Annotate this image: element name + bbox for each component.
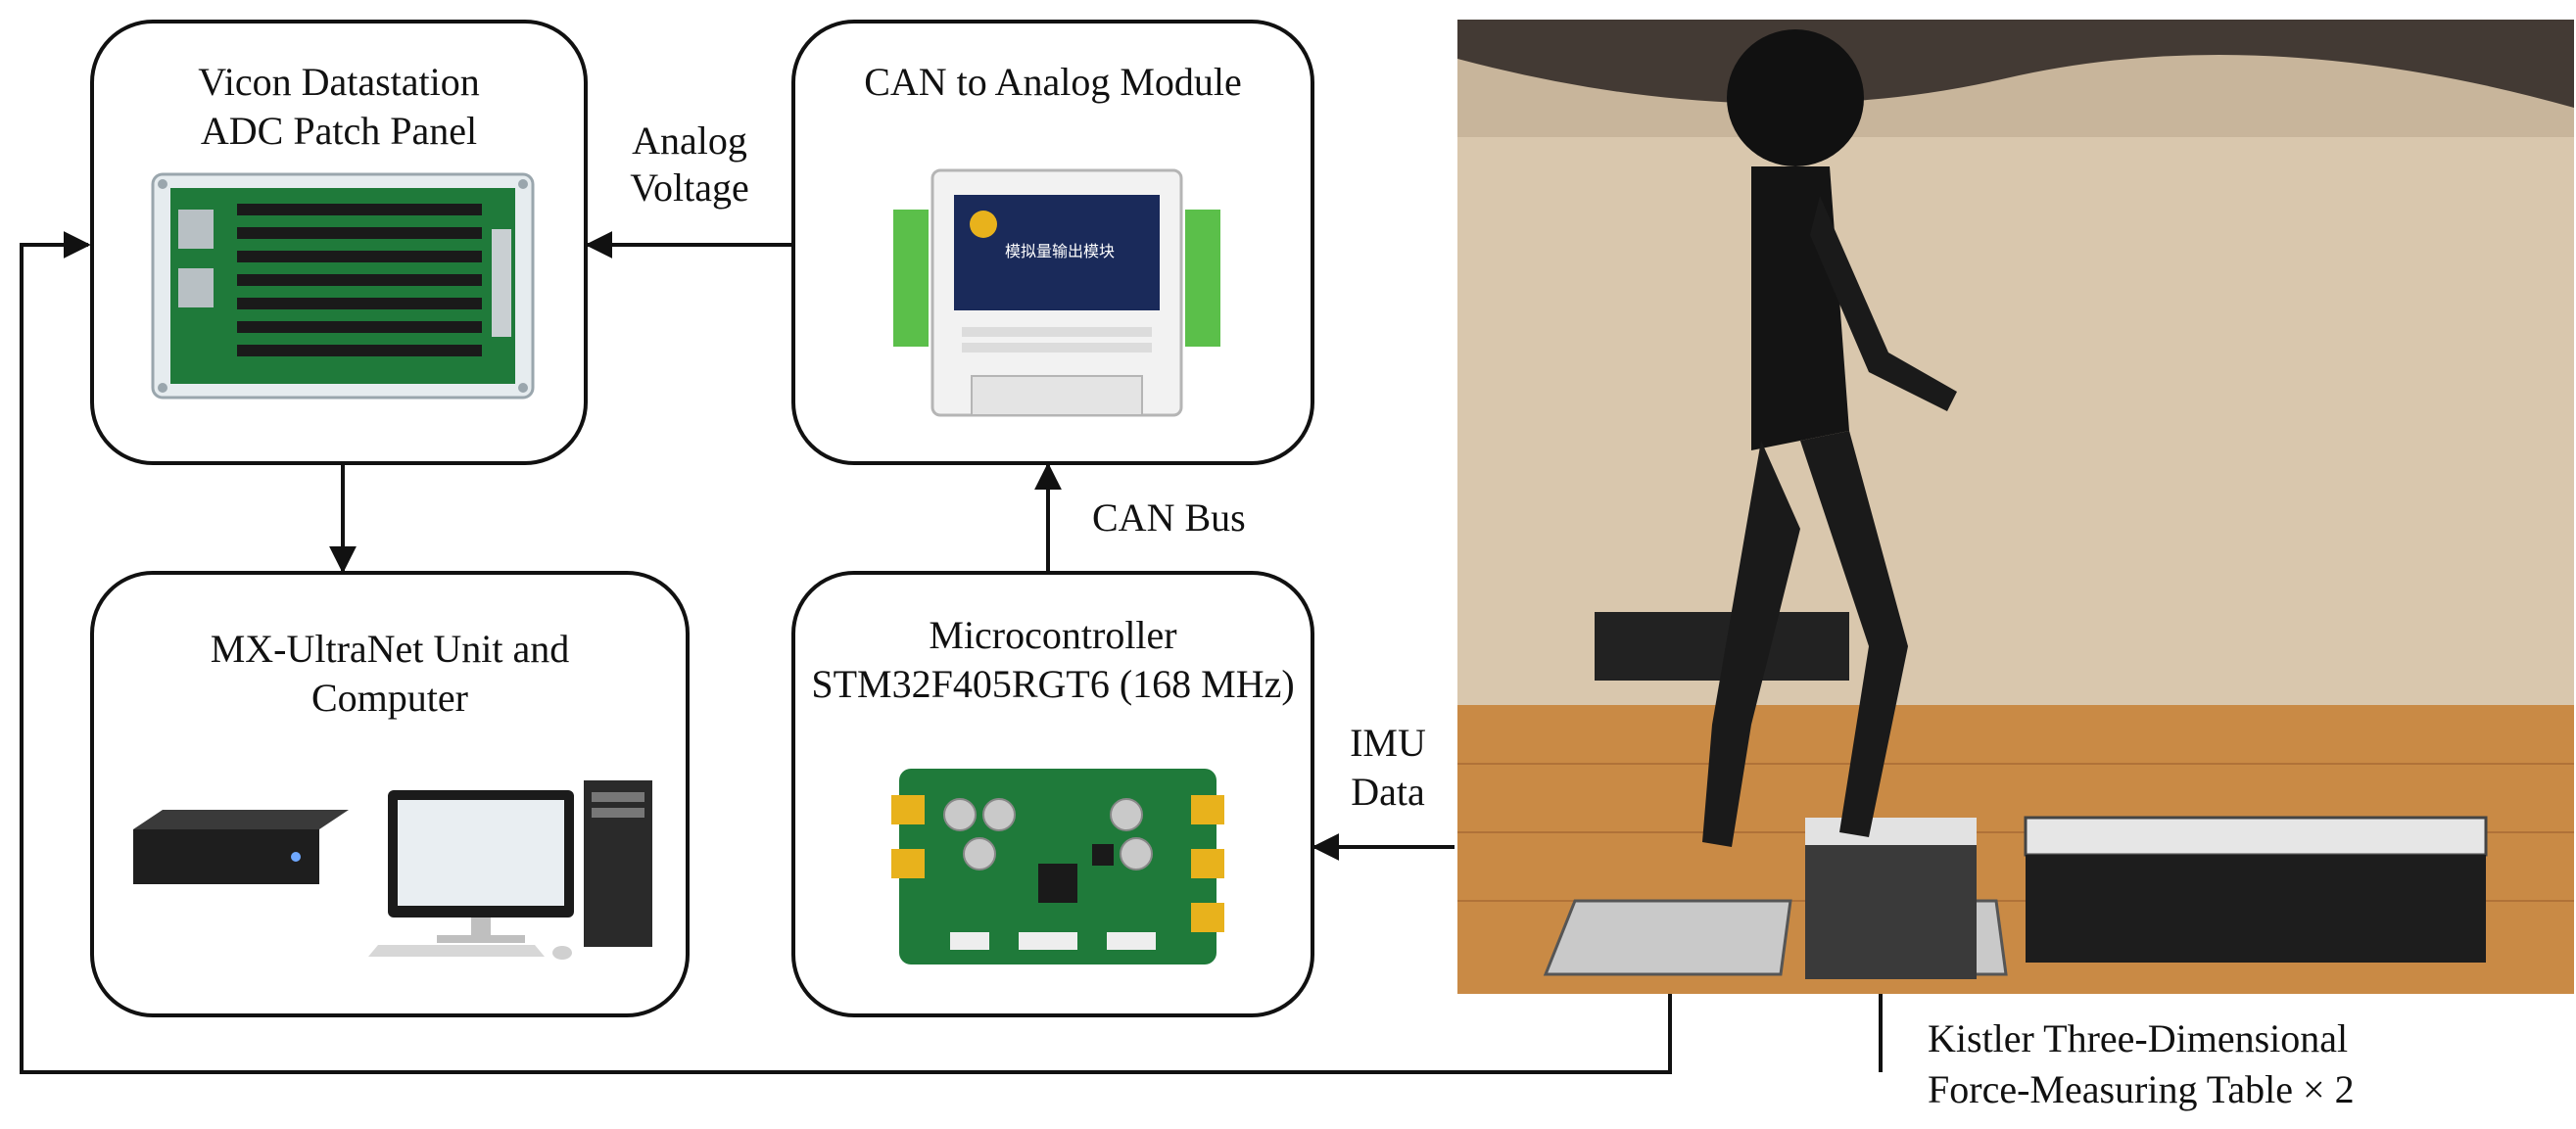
can-analog-title: CAN to Analog Module	[864, 60, 1242, 104]
mcu-title-line2: STM32F405RGT6 (168 MHz)	[811, 662, 1295, 706]
analog-voltage-label-line2: Voltage	[630, 165, 749, 210]
vicon-datastation-box: Vicon Datastation ADC Patch Panel	[90, 20, 588, 465]
mx-unit-and-computer-image	[133, 780, 652, 960]
mx-title-line1: MX-UltraNet Unit and	[210, 627, 570, 671]
analog-voltage-label-line1: Analog	[632, 118, 747, 163]
force-table-caption-line1: Kistler Three-Dimensional	[1928, 1016, 2349, 1060]
mcu-title-line1: Microcontroller	[929, 613, 1177, 657]
can-to-analog-box: CAN to Analog Module 模拟量输出模块	[791, 20, 1314, 465]
can-bus-label: CAN Bus	[1092, 495, 1246, 540]
imu-data-label-line1: IMU	[1350, 721, 1426, 765]
vicon-title-line2: ADC Patch Panel	[200, 109, 478, 153]
mx-title-line2: Computer	[311, 676, 468, 720]
imu-data-label-line2: Data	[1351, 770, 1425, 814]
can-analog-module-image: 模拟量输出模块	[893, 168, 1220, 417]
photo-scene	[1457, 20, 2574, 994]
vicon-title-line1: Vicon Datastation	[198, 60, 480, 104]
svg-text:模拟量输出模块: 模拟量输出模块	[1005, 242, 1115, 260]
force-table-caption-line2: Force-Measuring Table × 2	[1928, 1067, 2355, 1111]
microcontroller-box: Microcontroller STM32F405RGT6 (168 MHz)	[791, 571, 1314, 1017]
adc-patch-panel-image	[151, 172, 535, 400]
mcu-board-image	[891, 769, 1224, 964]
force-plate-feedback-line	[20, 231, 1672, 1074]
mx-ultranet-box: MX-UltraNet Unit and Computer	[90, 571, 690, 1017]
gait-experiment-photo	[1457, 20, 2574, 994]
